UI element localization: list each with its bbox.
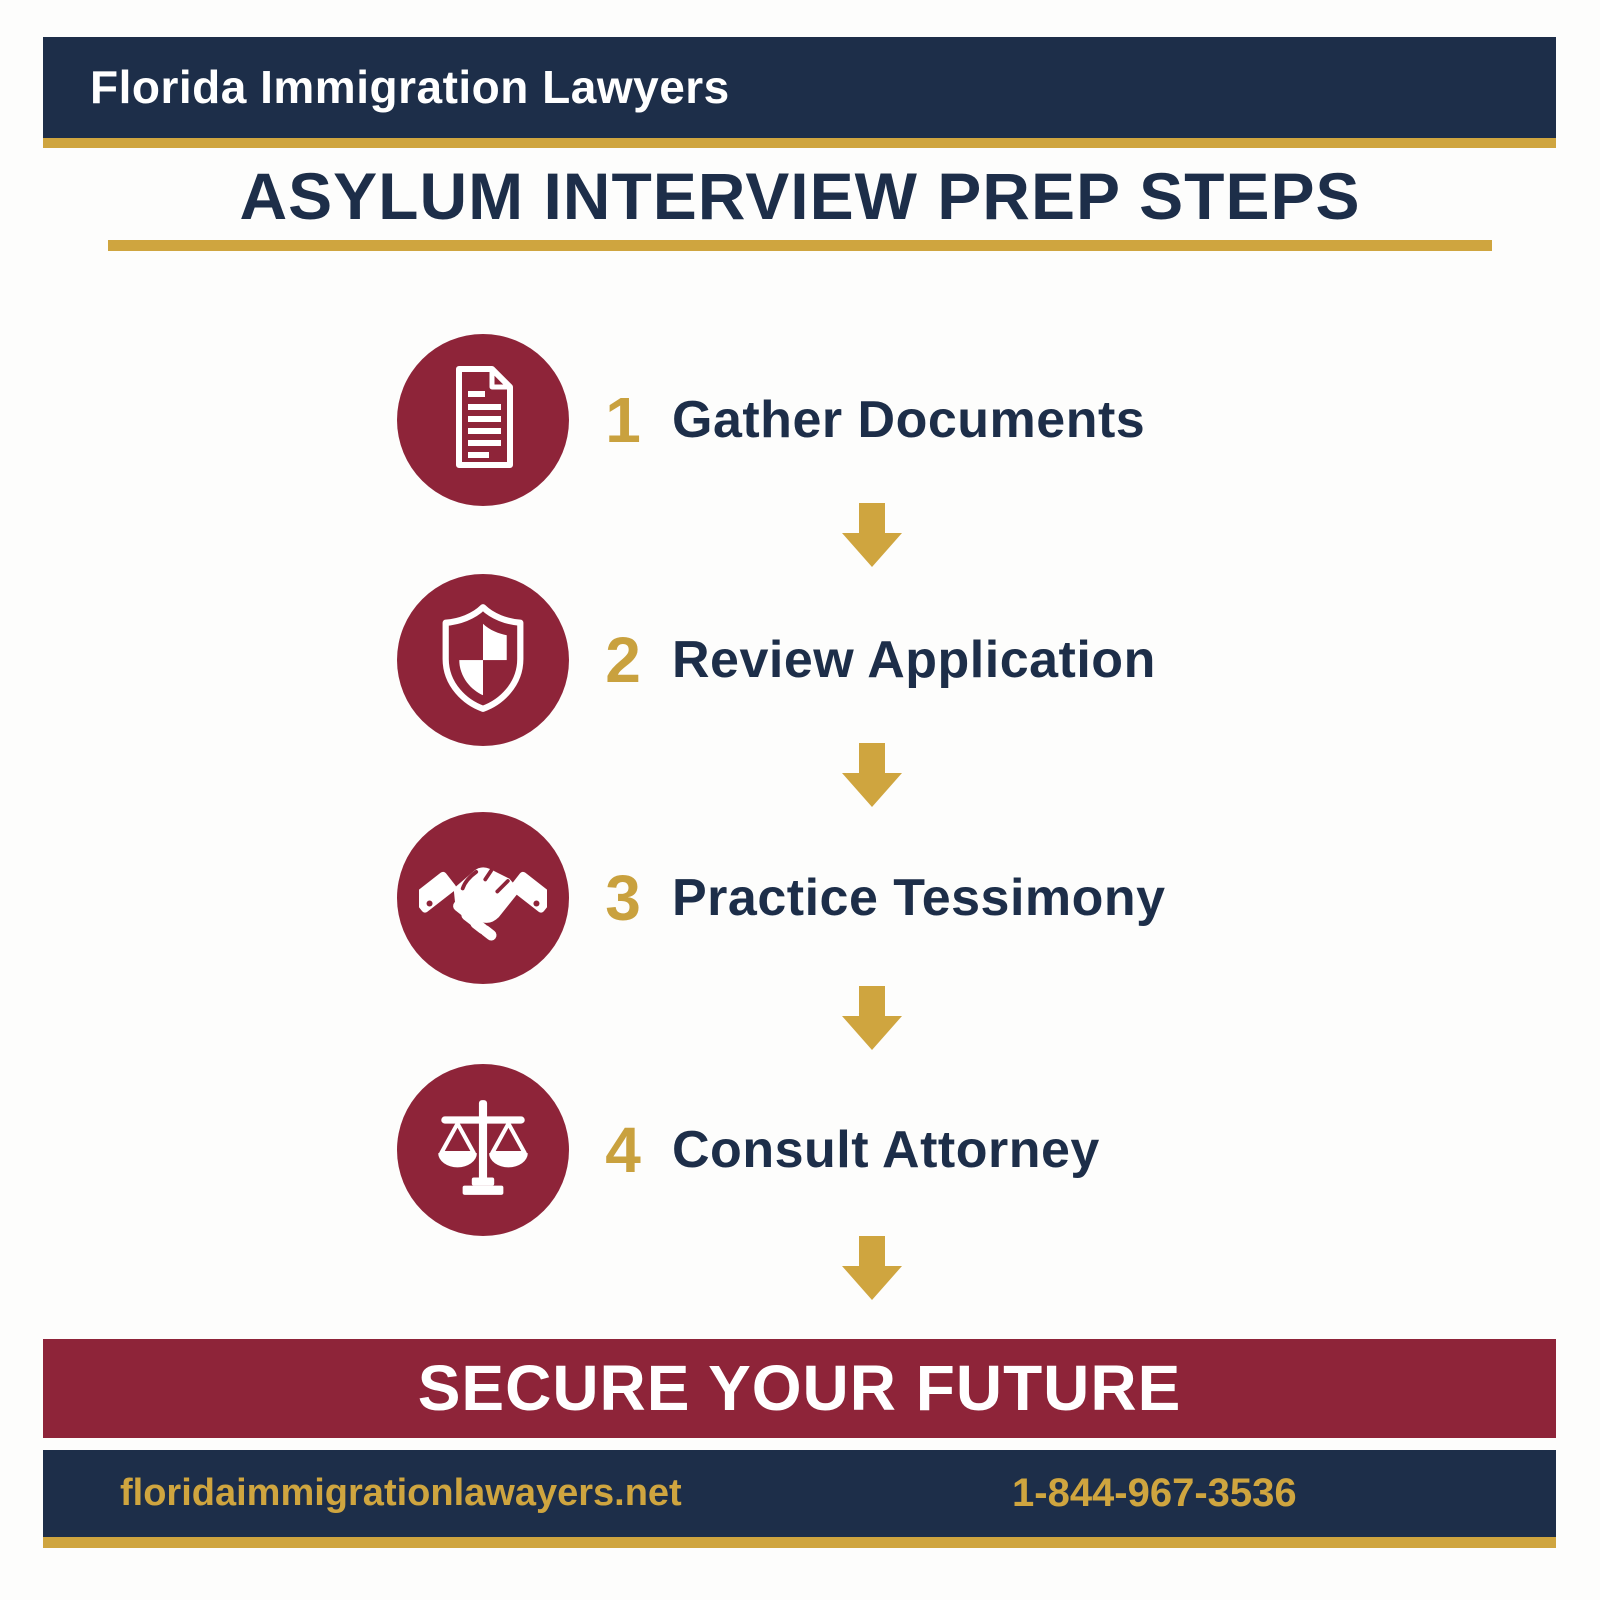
step-4-number: 4: [605, 1114, 641, 1186]
shield-icon: [431, 601, 535, 720]
step-row-2: 2 Review Application: [0, 574, 1600, 746]
step-3-number: 3: [605, 862, 641, 934]
title-underline: [108, 240, 1492, 251]
down-arrow-icon: [842, 1236, 902, 1300]
handshake-icon: [412, 843, 554, 954]
step-3-label: Practice Tessimony: [672, 869, 1166, 927]
step-1-number: 1: [605, 384, 641, 456]
step-row-4: 4 Consult Attorney: [0, 1064, 1600, 1236]
step-4-label: Consult Attorney: [672, 1121, 1100, 1179]
step-2-circle: [397, 574, 569, 746]
step-2-label: Review Application: [672, 631, 1156, 689]
step-row-3: 3 Practice Tessimony: [0, 812, 1600, 984]
step-1-label: Gather Documents: [672, 391, 1146, 449]
header-bar: Florida Immigration Lawyers: [43, 37, 1556, 148]
footer-website: floridaimmigrationlawayers.net: [120, 1472, 682, 1514]
step-row-1: 1 Gather Documents: [0, 334, 1600, 506]
scales-icon: [427, 1092, 539, 1209]
footer-bar: floridaimmigrationlawayers.net 1-844-967…: [43, 1450, 1556, 1548]
brand-name: Florida Immigration Lawyers: [90, 61, 730, 113]
cta-banner: SECURE YOUR FUTURE: [43, 1339, 1556, 1438]
cta-banner-text: SECURE YOUR FUTURE: [417, 1352, 1182, 1424]
step-4-circle: [397, 1064, 569, 1236]
step-1-circle: [397, 334, 569, 506]
down-arrow-icon: [842, 986, 902, 1050]
step-3-circle: [397, 812, 569, 984]
page-title: ASYLUM INTERVIEW PREP STEPS: [239, 159, 1361, 233]
down-arrow-icon: [842, 743, 902, 807]
step-2-number: 2: [605, 624, 641, 696]
footer-phone: 1-844-967-3536: [1012, 1471, 1297, 1515]
document-icon: [433, 362, 533, 479]
down-arrow-icon: [842, 503, 902, 567]
